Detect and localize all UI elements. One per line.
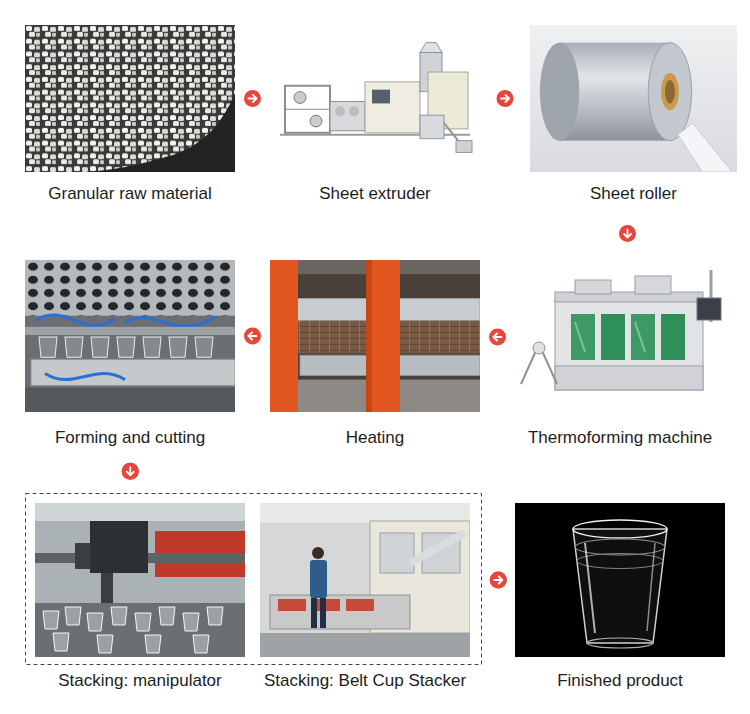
sheet-roll-photo [530,25,737,172]
panel-caption: Granular raw material [1,183,259,205]
arrow-badge [122,463,139,480]
flow-arrow [489,329,506,346]
panel-caption: Sheet extruder [246,183,504,205]
arrow-head [506,95,510,102]
flow-arrow [122,463,139,480]
panel-caption: Finished product [491,670,749,692]
flow-arrow [244,328,261,345]
arrow-head [624,234,631,238]
flow-arrow [490,572,507,589]
flow-arrow [122,463,139,480]
arrow-head [494,334,498,341]
process-panel: Granular raw material [25,25,235,205]
belt-stacker-photo [260,503,470,657]
arrow-badge [244,90,261,107]
arrow-head [127,472,134,476]
cup-photo [515,503,725,657]
manipulator-photo [35,503,245,657]
forming-mold-photo [25,260,235,412]
panel-caption: Stacking: Belt Cup Stacker [236,670,494,692]
panel-caption: Stacking: manipulator [11,670,269,692]
arrow-badge [490,572,507,589]
panel-caption: Heating [246,427,504,449]
process-panel: Sheet roller [530,25,737,205]
arrow-head [499,577,503,584]
process-panel: Finished product [515,503,725,692]
arrow-head [249,333,253,340]
process-panel: Stacking: manipulator [35,503,245,692]
process-panel: Sheet extruder [270,25,480,205]
process-panel: Heating [270,260,480,449]
arrow-badge [490,572,507,589]
flow-arrow [497,90,514,107]
extruder-photo [270,25,480,172]
arrow-badge [122,463,139,480]
granules-photo [25,25,235,172]
heater-photo [270,260,480,412]
flow-arrow [490,572,507,589]
panel-caption: Sheet roller [506,183,750,205]
panel-caption: Forming and cutting [1,427,259,449]
flow-arrow [619,225,636,242]
arrow-badge [489,329,506,346]
arrow-head [253,95,257,102]
thermoforming-machine-photo [515,262,725,412]
process-panel: Forming and cutting [25,260,235,449]
dashed-group-box [26,494,482,665]
process-panel: Stacking: Belt Cup Stacker [260,503,470,692]
flow-arrow [244,90,261,107]
panel-caption: Thermoforming machine [491,427,749,449]
process-panel: Thermoforming machine [515,262,725,449]
arrow-badge [619,225,636,242]
arrow-badge [497,90,514,107]
arrow-badge [244,328,261,345]
